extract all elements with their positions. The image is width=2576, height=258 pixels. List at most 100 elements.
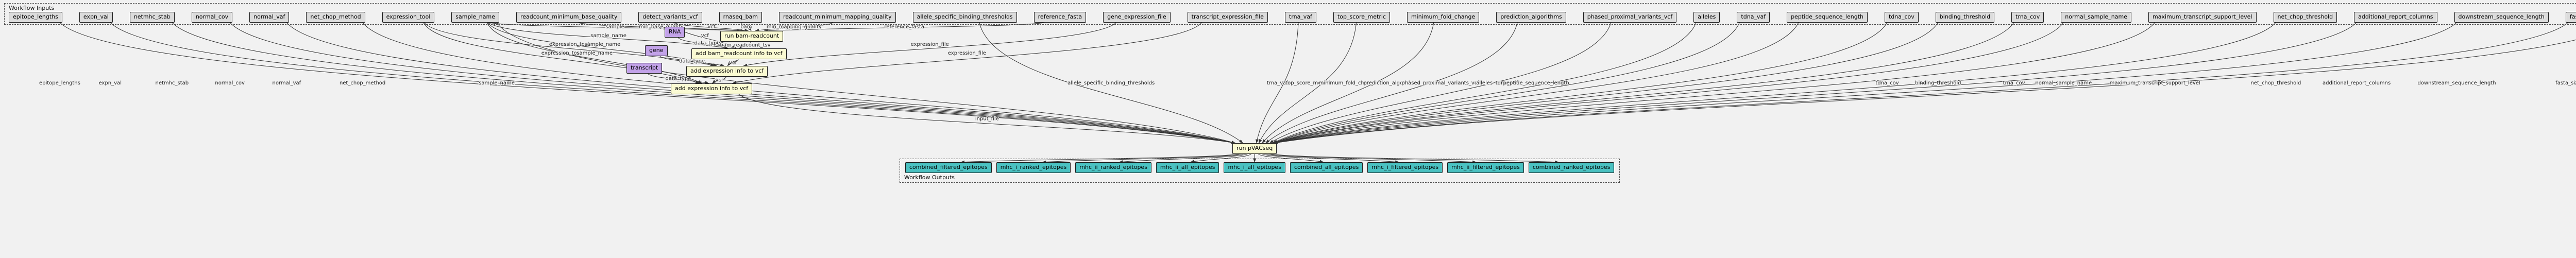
- edge-peptide_sequence_length-to-pvacseq: [1273, 22, 1799, 144]
- edge-pvacseq-to-combined_ranked_epitopes: [1270, 153, 1560, 164]
- edge-pvacseq-to-mhc_i_filtered_epitopes: [1262, 153, 1400, 164]
- input-node-top_score_metric: top_score_metric: [1333, 12, 1390, 23]
- edge-label-expression_tool-to-add_expr_transcript: expression_tool: [541, 50, 582, 56]
- edge-pvacseq-to-mhc_ii_filtered_epitopes: [1266, 153, 1477, 164]
- edge-label-allele_specific_binding_thresholds-to-pvacseq: allele_specific_binding_thresholds: [1067, 80, 1155, 86]
- edge-readcount_minimum_mapping_quality-to-bam_readcount: [755, 22, 834, 32]
- edge-detect_variants_vcf-to-bam_readcount: [674, 22, 749, 32]
- edge-epitope_lengths-to-pvacseq: [59, 22, 1236, 144]
- edge-label-maximum_transcript_support_level-to-pvacseq: maximum_transcript_support_level: [2110, 80, 2200, 86]
- edge-label-trna_vaf-to-pvacseq: trna_vaf: [1267, 80, 1288, 86]
- edge-add_expr_gene-to-add_expr_transcript: [711, 76, 727, 84]
- edge-label-gene_expression_file-to-add_expr_gene: expression_file: [911, 42, 949, 47]
- edge-label-sample_name-to-add_expr_transcript: sample_name: [577, 50, 613, 56]
- edge-label-peptide_sequence_length-to-pvacseq: peptide_sequence_length: [1503, 80, 1569, 86]
- workflow-inputs-cluster: Workflow Inputs epitope_lengths expn_val n…: [4, 3, 2576, 25]
- edge-netmhc_stab-to-pvacseq: [172, 22, 1236, 144]
- output-node-combined_ranked_epitopes: combined_ranked_epitopes: [1528, 162, 1615, 173]
- step-node-bam_readcount: run bam-readcount: [720, 31, 784, 42]
- input-node-readcount_minimum_base_quality: readcount_minimum_base_quality: [516, 12, 622, 23]
- input-node-fasta_size: fasta_size: [2565, 12, 2576, 23]
- input-node-maximum_transcript_support_level: maximum_transcript_support_level: [2148, 12, 2257, 23]
- edge-label-downstream_sequence_length-to-pvacseq: downstream_sequence_length: [2418, 80, 2496, 86]
- edge-pvacseq-to-combined_all_epitopes: [1258, 153, 1324, 163]
- edge-label-tdna_vaf-to-pvacseq: tdna_vaf: [1496, 80, 1518, 86]
- edge-prediction_algorithms-to-pvacseq: [1265, 22, 1518, 144]
- output-node-mhc_ii_all_epitopes: mhc_ii_all_epitopes: [1156, 162, 1219, 173]
- input-node-gene_expression_file: gene_expression_file: [1103, 12, 1171, 23]
- workflow-inputs-label: Workflow Inputs: [9, 5, 55, 11]
- output-node-combined_all_epitopes: combined_all_epitopes: [1290, 162, 1363, 173]
- edge-pvacseq-to-mhc_i_ranked_epitopes: [1042, 153, 1244, 164]
- edge-const_gene-to-add_expr_gene: [659, 56, 725, 66]
- constant-node-const_transcript: transcript: [626, 63, 663, 74]
- edge-expression_tool-to-add_expr_transcript: [423, 22, 700, 84]
- input-node-sample_name: sample_name: [451, 12, 499, 23]
- edge-label-sample_name-to-add_expr_gene: sample_name: [584, 42, 620, 47]
- edge-label-reference_fasta-to-bam_readcount: reference_fasta: [884, 24, 924, 30]
- edges-group: [59, 22, 2576, 164]
- edge-maximum_transcript_support_level-to-pvacseq: [1273, 22, 2156, 144]
- input-node-expression_tool: expression_tool: [382, 12, 435, 23]
- input-node-additional_report_columns: additional_report_columns: [2354, 12, 2437, 23]
- edge-sample_name-to-bam_readcount: [489, 22, 741, 32]
- edge-binding_threshold-to-pvacseq: [1273, 22, 1939, 144]
- input-node-net_chop_threshold: net_chop_threshold: [2273, 12, 2337, 23]
- edge-add_expr_transcript-to-pvacseq: [738, 94, 1236, 144]
- input-node-allele_specific_binding_thresholds: allele_specific_binding_thresholds: [912, 12, 1017, 23]
- edge-trna_vaf-to-pvacseq: [1256, 22, 1299, 144]
- edge-label-const_gene-to-add_expr_gene: data_type: [679, 58, 705, 64]
- edge-label-expression_tool-to-add_expr_gene: expression_tool: [549, 42, 589, 47]
- edge-expression_tool-to-add_expr_gene: [423, 22, 715, 67]
- input-node-normal_cov: normal_cov: [191, 12, 233, 23]
- edge-bam_readcount-to-add_readcount: [739, 41, 752, 49]
- input-node-phased_proximal_variants_vcf: phased_proximal_variants_vcf: [1583, 12, 1677, 23]
- edge-label-additional_report_columns-to-pvacseq: additional_report_columns: [2323, 80, 2391, 86]
- input-node-rnaseq_bam: rnaseq_bam: [719, 12, 762, 23]
- edge-label-normal_vaf-to-pvacseq: normal_vaf: [273, 80, 301, 86]
- edge-label-add_readcount-to-add_expr_gene: vcf: [729, 60, 737, 65]
- input-node-peptide_sequence_length: peptide_sequence_length: [1787, 12, 1868, 23]
- step-node-add_readcount: add bam_readcount info to vcf: [691, 48, 787, 59]
- input-node-normal_vaf: normal_vaf: [249, 12, 290, 23]
- output-node-mhc_i_filtered_epitopes: mhc_i_filtered_epitopes: [1367, 162, 1443, 173]
- edge-minimum_fold_change-to-pvacseq: [1262, 22, 1434, 144]
- edge-label-const_rna-to-add_readcount: data_type: [694, 40, 720, 46]
- input-node-normal_sample_name: normal_sample_name: [2061, 12, 2131, 23]
- edge-label-sample_name-to-pvacseq: sample_name: [479, 80, 515, 86]
- input-node-reference_fasta: reference_fasta: [1033, 12, 1087, 23]
- input-node-epitope_lengths: epitope_lengths: [9, 12, 62, 23]
- input-node-tdna_vaf: tdna_vaf: [1737, 12, 1770, 23]
- edge-trna_cov-to-pvacseq: [1273, 22, 2014, 144]
- output-node-mhc_ii_filtered_epitopes: mhc_ii_filtered_epitopes: [1447, 162, 1524, 173]
- input-node-transcript_expression_file: transcript_expression_file: [1187, 12, 1268, 23]
- edge-label-fasta_size-to-pvacseq: fasta_size: [2555, 80, 2576, 86]
- edge-net_chop_threshold-to-pvacseq: [1273, 22, 2276, 144]
- edge-const_transcript-to-add_expr_transcript: [647, 73, 709, 84]
- edge-add_readcount-to-add_expr_gene: [727, 59, 739, 66]
- edge-tdna_vaf-to-pvacseq: [1273, 22, 1740, 144]
- input-node-alleles: alleles: [1693, 12, 1720, 23]
- edge-label-alleles-to-pvacseq: alleles: [1476, 80, 1493, 86]
- edge-additional_report_columns-to-pvacseq: [1273, 22, 2357, 144]
- edge-alleles-to-pvacseq: [1272, 22, 1697, 144]
- edge-readcount_minimum_base_quality-to-bam_readcount: [578, 22, 745, 32]
- input-node-expn_val: expn_val: [79, 12, 113, 23]
- input-node-prediction_algorithms: prediction_algorithms: [1496, 12, 1566, 23]
- edge-label-detect_variants_vcf-to-bam_readcount: vcf: [707, 24, 715, 30]
- edge-sample_name-to-add_expr_gene: [487, 22, 718, 66]
- edge-sample_name-to-pvacseq: [496, 22, 1236, 144]
- edge-label-netmhc_stab-to-pvacseq: netmhc_stab: [156, 80, 189, 86]
- edge-rnaseq_bam-to-bam_readcount: [740, 22, 752, 31]
- edge-sample_name-to-add_readcount: [488, 22, 729, 49]
- input-node-binding_threshold: binding_threshold: [1935, 12, 1995, 23]
- edge-label-bam_readcount-to-add_readcount: bam_readcount_tsv: [720, 42, 771, 48]
- edge-allele_specific_binding_thresholds-to-pvacseq: [979, 22, 1244, 144]
- input-node-detect_variants_vcf: detect_variants_vcf: [638, 12, 702, 23]
- edge-label-const_transcript-to-add_expr_transcript: data_type: [666, 76, 691, 81]
- edge-label-phased_proximal_variants_vcf-to-pvacseq: phased_proximal_variants_vcf: [1401, 80, 1479, 86]
